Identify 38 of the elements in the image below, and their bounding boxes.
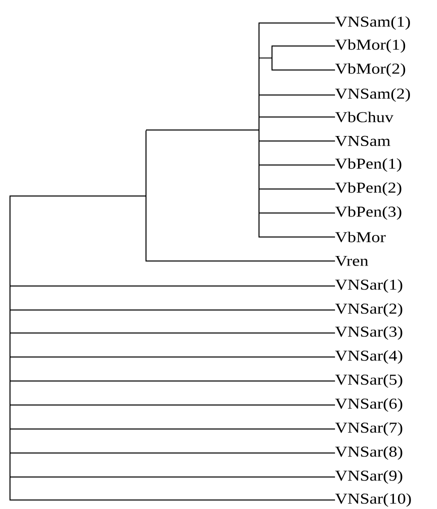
leaf-label: VNSar(4) (335, 350, 402, 364)
leaf-label: VNSar(1) (335, 279, 402, 293)
leaf-label: VNSar(5) (335, 374, 402, 388)
branch-line (258, 164, 336, 166)
leaf-label: VbMor(2) (335, 63, 406, 77)
branch-line (10, 332, 336, 334)
leaf-label: VbMor (335, 232, 386, 242)
branch-line (10, 476, 336, 478)
branch-line (146, 260, 336, 262)
leaf-label: VbMor(1) (335, 39, 406, 53)
branch-line (258, 116, 336, 118)
branch-line (258, 140, 336, 142)
branch-line (258, 188, 336, 190)
leaf-label: VNSar(9) (335, 470, 402, 484)
branch-line (258, 22, 336, 24)
branch-line (10, 452, 336, 454)
leaf-label: VNSar(2) (335, 303, 402, 317)
leaf-label: VbPen(3) (335, 206, 402, 220)
leaf-label: VNSar(6) (335, 398, 402, 412)
leaf-label: VbChuv (335, 112, 394, 122)
branch-line (258, 212, 336, 214)
leaf-label: VNSar(7) (335, 422, 402, 436)
leaf-label: VbPen(2) (335, 182, 402, 196)
branch-line (258, 94, 336, 96)
branch-line (10, 380, 336, 382)
leaf-label: VNSar(10) (335, 493, 411, 507)
leaf-label: Vren (335, 256, 368, 266)
branch-line (258, 22, 260, 238)
leaf-label: VbPen(1) (335, 158, 402, 172)
branch-line (10, 404, 336, 406)
leaf-label: VNSar(8) (335, 446, 402, 460)
leaf-label: VNSar(3) (335, 326, 402, 340)
leaf-label: VNSam (335, 136, 390, 146)
branch-line (10, 428, 336, 430)
leaf-label: VNSam(2) (335, 88, 410, 102)
leaf-label: VNSam(1) (335, 16, 410, 30)
branch-line (258, 236, 336, 238)
branch-line (10, 356, 336, 358)
